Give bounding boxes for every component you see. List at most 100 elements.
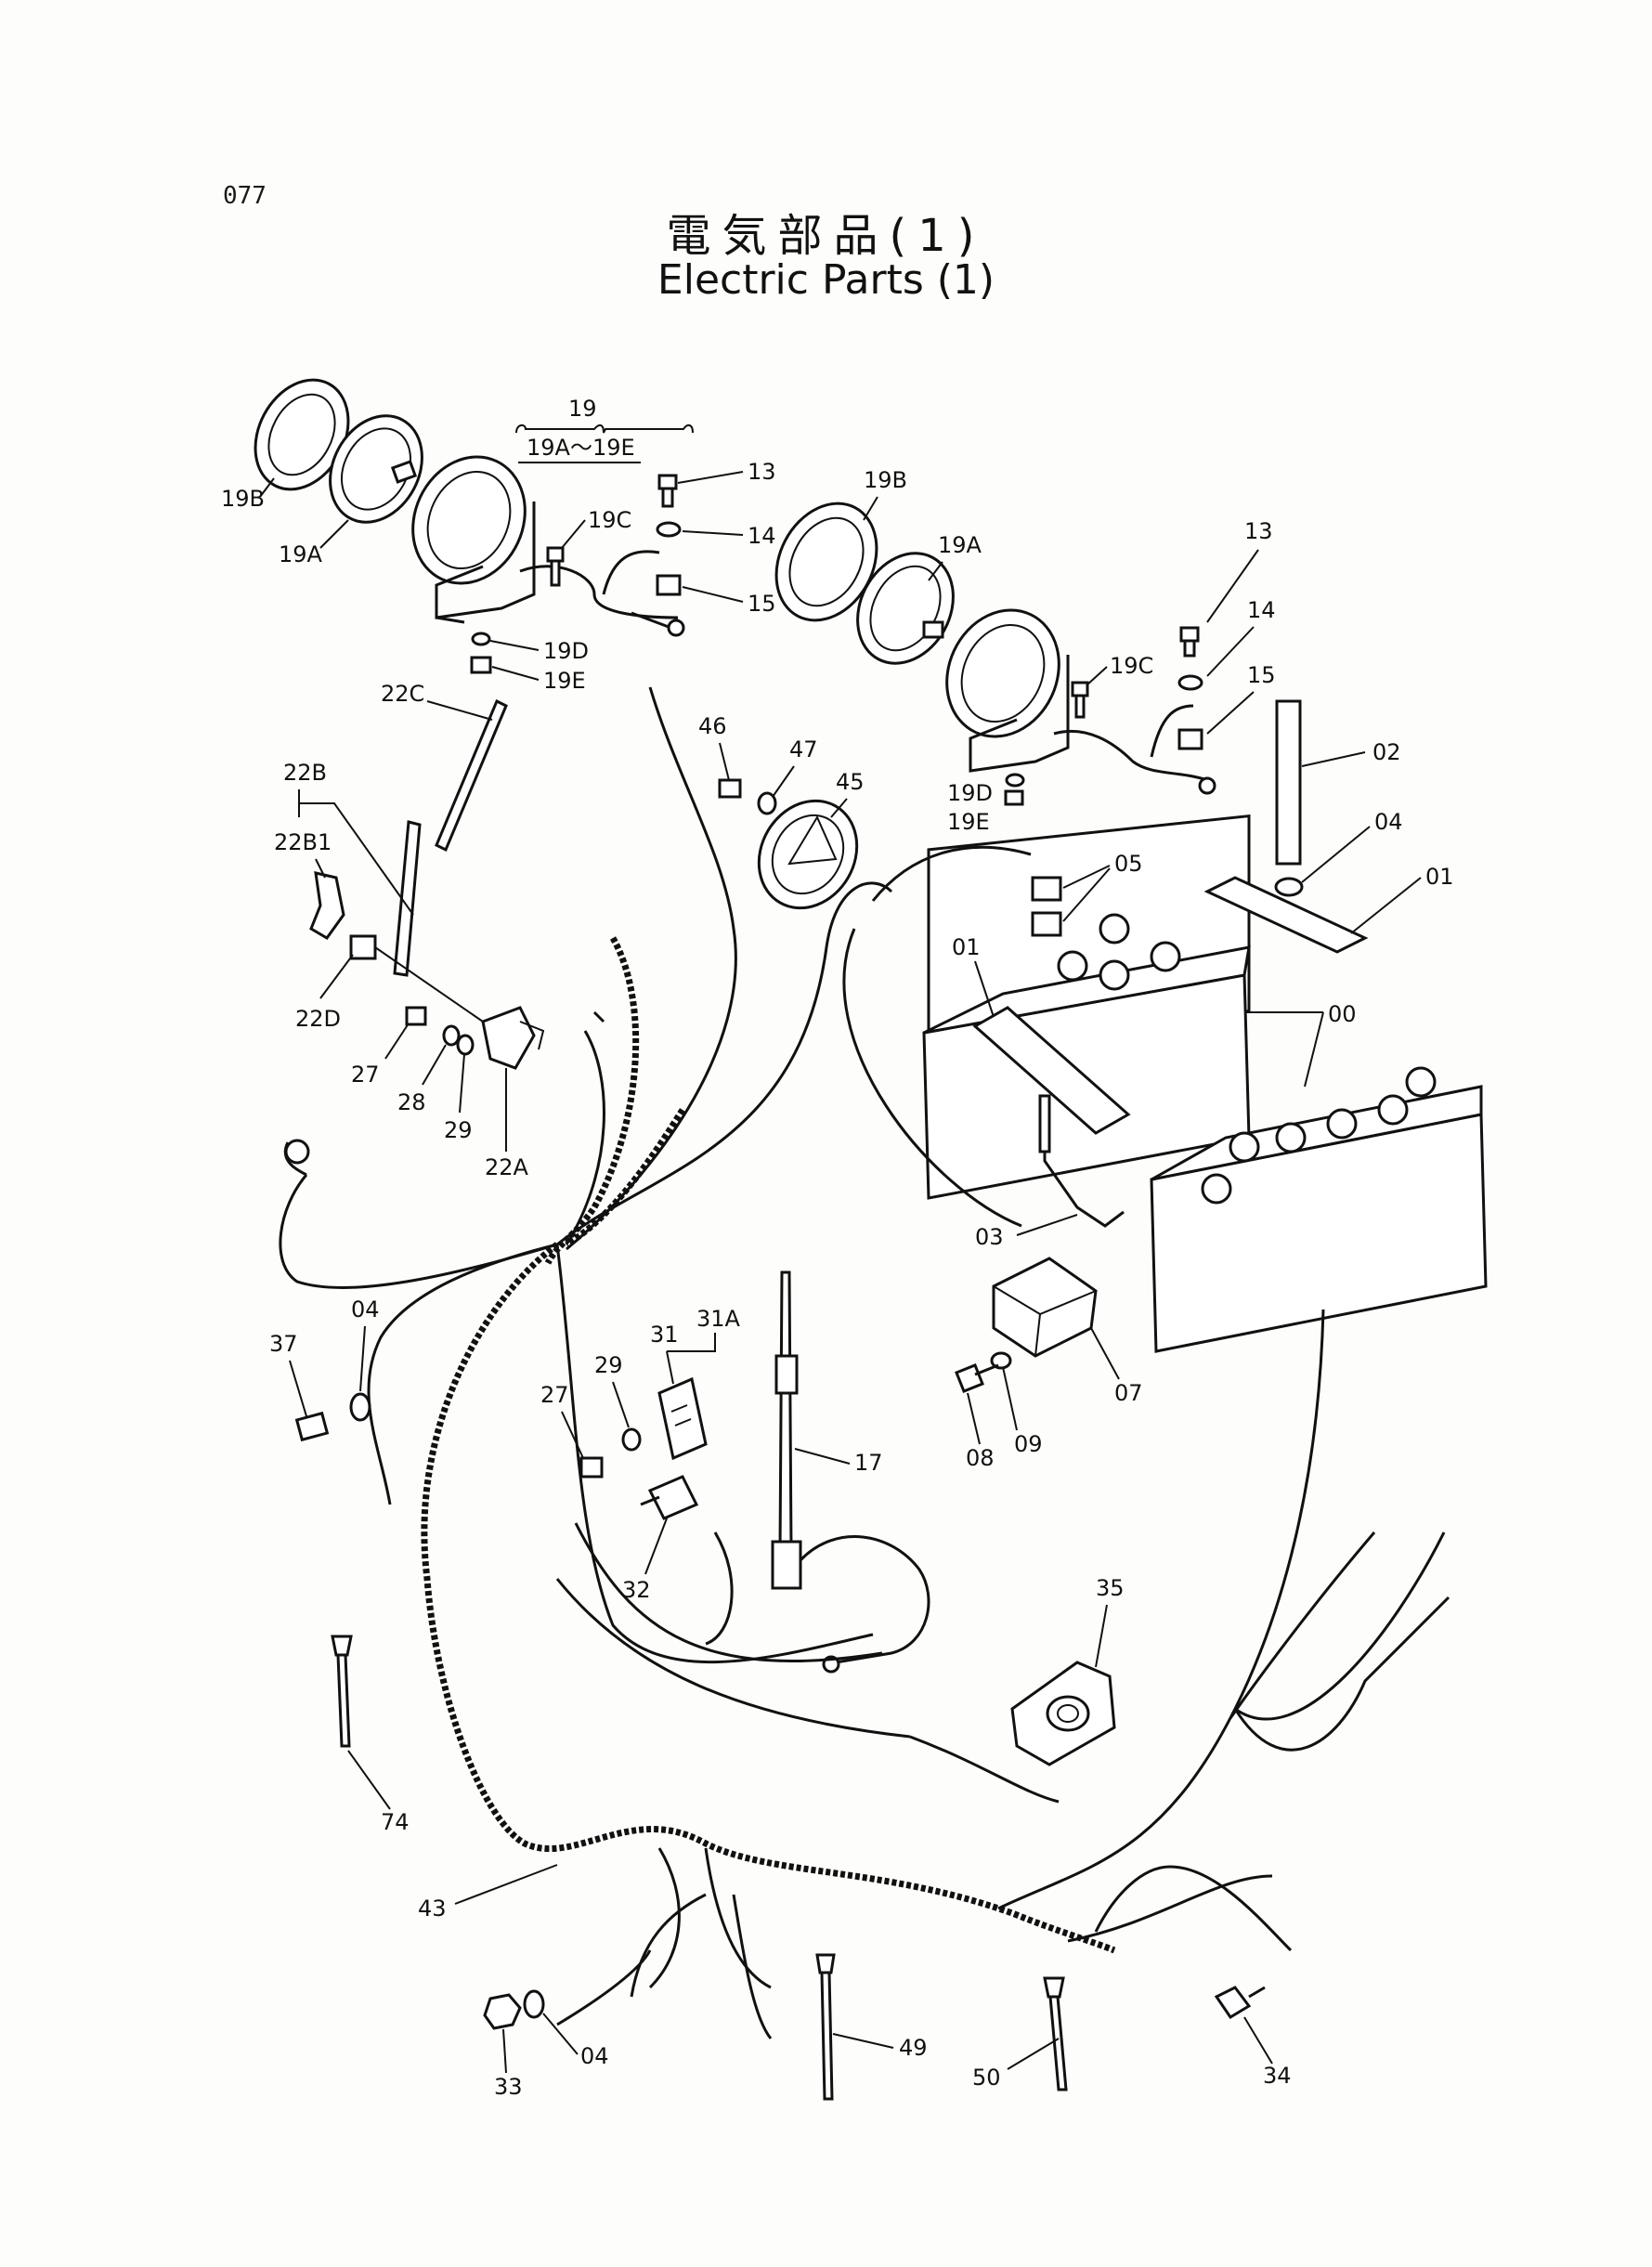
- switch-plate-31: [579, 1376, 708, 1520]
- callout-29-wiper: 29: [444, 1117, 473, 1143]
- callout-19-range: 19A～19E: [527, 435, 635, 461]
- callout-33: 33: [494, 2074, 523, 2100]
- callout-49: 49: [899, 2035, 928, 2061]
- light-cable-left: [519, 565, 679, 619]
- callout-28: 28: [397, 1089, 426, 1115]
- washer-04-battery: [1274, 877, 1304, 897]
- light-cable-right: [1053, 729, 1208, 782]
- washer-09: [990, 1351, 1012, 1370]
- callout-22D: 22D: [295, 1006, 341, 1032]
- bolt-13-left: [657, 474, 678, 508]
- cable-tie-50: [1043, 1976, 1068, 2091]
- bulb-socket-right: [922, 620, 944, 639]
- callout-22B1: 22B1: [274, 829, 332, 855]
- callout-01-left: 01: [952, 934, 981, 960]
- light-housing-right: [945, 608, 1060, 738]
- callout-31A: 31A: [696, 1306, 741, 1332]
- callout-04-battery: 04: [1374, 809, 1403, 835]
- battery-hold-bracket-01-left: [972, 1006, 1131, 1135]
- wiper-motor-22A: [481, 1006, 536, 1070]
- callout-14-left: 14: [748, 523, 776, 549]
- washer-47: [757, 791, 777, 815]
- page-title-english: Electric Parts (1): [657, 256, 995, 304]
- wiper-blade-22C: [435, 698, 508, 853]
- callout-19B-left: 19B: [221, 486, 265, 512]
- antenna-17: [771, 1270, 930, 1674]
- callout-50: 50: [972, 2065, 1001, 2091]
- callout-45: 45: [836, 769, 865, 795]
- work-light-left: [254, 378, 685, 674]
- callout-04-bottom: 04: [580, 2043, 609, 2069]
- callout-labels: 19 19A～19E 19B 19A 19C 19D 19E 13 14 15 …: [221, 396, 1454, 2100]
- light-bracket-left: [435, 502, 536, 619]
- relay-07: [955, 1257, 1098, 1393]
- callout-27-switch: 27: [540, 1382, 569, 1408]
- callout-04-left: 04: [351, 1296, 380, 1322]
- callout-17: 17: [854, 1450, 883, 1476]
- callout-15-left: 15: [748, 591, 776, 617]
- callout-22B: 22B: [283, 760, 327, 786]
- callout-19D-right: 19D: [947, 780, 993, 806]
- callout-07: 07: [1114, 1380, 1143, 1406]
- sensor-34: [1214, 1986, 1266, 2020]
- callout-03: 03: [975, 1224, 1004, 1250]
- callout-22C: 22C: [381, 681, 424, 707]
- bolt-19C-right: [1071, 681, 1089, 719]
- horn-45: [718, 778, 859, 910]
- antenna-cable: [799, 1535, 930, 1664]
- nut-15-left: [656, 574, 682, 596]
- nut-33: [483, 1993, 522, 2030]
- bolt-27-switch: [579, 1456, 604, 1479]
- callout-34: 34: [1263, 2063, 1292, 2089]
- callout-22A: 22A: [485, 1154, 529, 1180]
- bolt-19C-left: [546, 546, 565, 587]
- toggle-switch-32: [640, 1475, 699, 1520]
- bolt-13-right: [1179, 626, 1200, 658]
- washer-19D-right: [1005, 773, 1025, 788]
- callout-19B-right: 19B: [864, 467, 907, 493]
- page-title-japanese: 電気部品(1): [666, 210, 986, 262]
- wiper-assembly-22: [309, 698, 545, 1070]
- connector-plug: [284, 1139, 310, 1165]
- light-lens-left: [329, 414, 423, 524]
- wiring-harness-43: [279, 686, 1450, 2039]
- callout-15-right: 15: [1247, 662, 1276, 688]
- washer-29-wiper: [456, 1034, 475, 1056]
- callout-01-right: 01: [1425, 864, 1454, 890]
- cable-tie-74: [331, 1635, 353, 1748]
- wiper-nut-22D: [349, 934, 377, 960]
- callout-13-right: 13: [1244, 518, 1273, 544]
- bolt-27-wiper: [405, 1006, 427, 1026]
- callout-19C-right: 19C: [1110, 653, 1153, 679]
- bolt-46: [718, 778, 742, 799]
- callout-00: 00: [1328, 1001, 1357, 1027]
- nut-19E-right: [1004, 789, 1024, 806]
- light-housing-left: [411, 455, 527, 585]
- page-number: 077: [223, 182, 267, 210]
- callout-14-right: 14: [1247, 597, 1276, 623]
- callout-31: 31: [650, 1322, 679, 1348]
- washer-28: [442, 1024, 461, 1047]
- callout-02: 02: [1372, 739, 1401, 765]
- cable-tie-49: [815, 1953, 836, 2101]
- dome-light-35: [1010, 1661, 1116, 1766]
- battery-assembly: [922, 699, 1488, 1353]
- callout-09: 09: [1014, 1431, 1043, 1457]
- nut-05-upper: [1031, 876, 1062, 902]
- wiper-clip-22B1: [309, 871, 345, 940]
- nut-15-right: [1177, 728, 1203, 750]
- callout-19C-left: 19C: [588, 507, 631, 533]
- washer-29-switch: [621, 1427, 642, 1452]
- nut-05-lower: [1031, 911, 1062, 937]
- callout-19: 19: [568, 396, 597, 422]
- callout-27-wiper: 27: [351, 1062, 380, 1088]
- callout-37: 37: [269, 1331, 298, 1357]
- callout-19E-right: 19E: [947, 809, 990, 835]
- callout-46: 46: [698, 713, 727, 739]
- callout-47: 47: [789, 736, 818, 762]
- callout-19D-left: 19D: [543, 638, 589, 664]
- bulb-socket-left: [390, 460, 418, 484]
- wiper-arm-22B: [393, 820, 422, 977]
- hold-down-rod-02: [1275, 699, 1302, 866]
